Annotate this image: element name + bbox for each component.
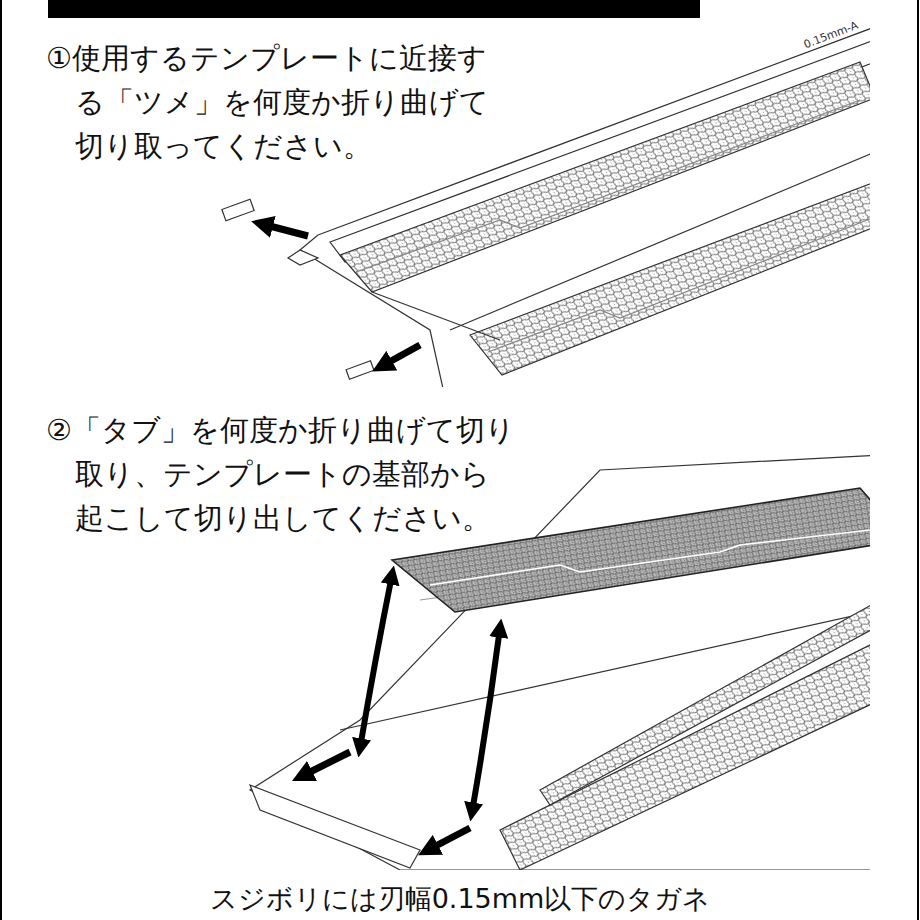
footer-note: スジボリには刃幅0.15mm以下のタガネ xyxy=(0,882,920,916)
step-instruction: ②「タブ」を何度か折り曲げて切り取り、テンプレートの基部から起こして切り出してく… xyxy=(46,408,515,540)
step-instruction: ①使用するテンプレートに近接する「ツメ」を何度か折り曲げて切り取ってください。 xyxy=(46,36,515,168)
